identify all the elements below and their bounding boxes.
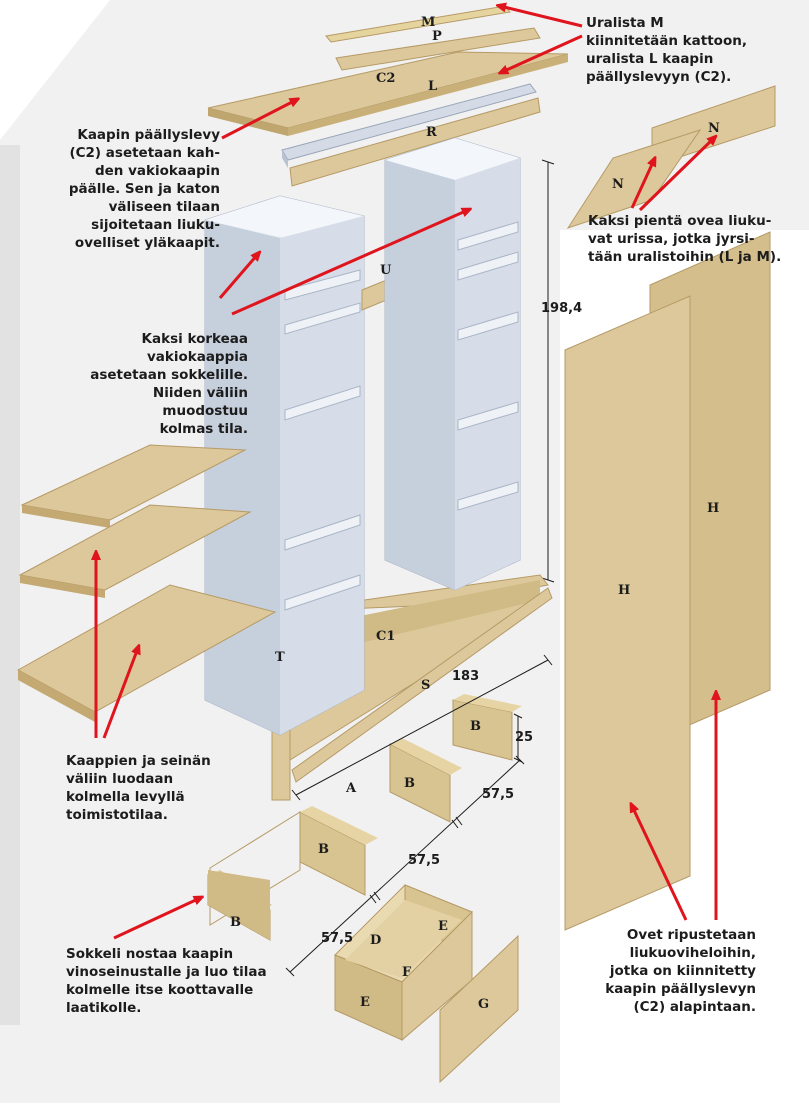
caption-line: jotka on kiinnitetty [609,963,756,979]
label-u: U [380,263,392,278]
label-b-3: B [318,842,329,857]
label-p: P [432,29,442,44]
caption-line: päälle. Sen ja katon [68,181,220,197]
caption-line: sijoitetaan liuku- [91,217,220,233]
label-n-right: N [708,121,720,136]
caption-line: (C2) alapintaan. [633,999,756,1015]
dim-bay-3: 57,5 [321,931,353,946]
plinth-height-dimension [513,713,523,763]
left-panel-shade [0,145,20,1025]
caption-line: Kaapin päällyslevy [77,127,220,143]
caption-line: Kaksi pientä ovea liuku- [588,213,772,229]
label-r: R [426,125,437,140]
caption-line: Kaappien ja seinän [66,753,211,769]
caption-line: muodostuu [162,403,248,419]
caption-line: den vakiokaapin [94,163,220,179]
caption-plinth: Sokkeli nostaa kaapin vinoseinustalle ja… [66,945,298,1017]
top-board-c2 [207,51,569,136]
rail-m [325,5,511,43]
label-h-front: H [618,583,630,598]
door-h-front [564,295,691,931]
label-f: F [402,965,412,980]
caption-line: Kaksi korkeaa [141,331,248,347]
caption-top-board: Kaapin päällyslevy (C2) asetetaan kah- d… [40,126,220,252]
caption-line: uralista L kaapin [586,51,714,67]
cabinet-left [204,195,365,736]
dim-plinth-height: 25 [515,730,533,745]
label-n-left: N [612,177,624,192]
caption-line: vakiokaappia [146,349,248,365]
caption-line: laatikolle. [66,1000,142,1016]
caption-line: kolmella levyllä [66,789,185,805]
plinth-strip-s [291,587,553,783]
drawer-front-g [439,934,519,1084]
caption-line: Uralista M [586,15,664,31]
label-t: T [275,650,285,665]
caption-cabinets: Kaksi korkeaa vakiokaappia asetetaan sok… [60,330,248,438]
cabinet-right [384,137,521,591]
shelf-middle [18,504,252,598]
caption-line: kolmelle itse koottavalle [66,982,254,998]
rail-p [335,27,541,71]
caption-line: liukuoviheloihin, [629,945,756,961]
dim-width: 183 [452,669,479,684]
plinth-panels [207,694,522,941]
rail-l [281,83,537,168]
label-s: S [421,678,430,693]
caption-line: tään uralistoihin (L ja M). [588,249,782,265]
label-c2: C2 [376,71,395,86]
label-b-4: B [230,915,241,930]
caption-line: kolmas tila. [159,421,248,437]
label-c1: C1 [376,629,395,644]
caption-line: kaapin päällyslevyn [605,981,756,997]
caption-line: Sokkeli nostaa kaapin [66,946,234,962]
dim-height: 198,4 [541,301,582,316]
label-h-back: H [707,501,719,516]
callout-arrows [96,6,716,940]
caption-sliding-doors: Ovet ripustetaan liukuoviheloihin, jotka… [596,926,756,1016]
caption-line: vat urissa, jotka jyrsi- [588,231,755,247]
cabinet-right-shelves [457,221,519,511]
caption-small-doors: Kaksi pientä ovea liuku- vat urissa, jot… [588,212,806,266]
label-b-1: B [470,719,481,734]
board-r [289,97,541,187]
drawer-box [334,884,473,1042]
label-b-2: B [404,776,415,791]
label-l: L [428,79,437,94]
label-a: A [345,781,357,796]
caption-line: (C2) asetetaan kah- [69,145,220,161]
caption-line: ovelliset yläkaapit. [74,235,220,251]
shelf-bottom [16,584,277,722]
caption-line: vinoseinustalle ja luo tilaa [66,964,267,980]
small-door-n-left [566,129,702,229]
label-g: G [478,997,489,1012]
label-e-1: E [438,919,448,934]
caption-shelves: Kaappien ja seinän väliin luodaan kolmel… [66,752,236,824]
dim-bay-1: 57,5 [482,787,514,802]
caption-line: väliseen tilaan [108,199,220,215]
width-dimension-line [291,654,553,801]
shelf-top [20,444,247,528]
label-e-2: E [360,995,370,1010]
bay-dimension-line [285,755,525,977]
cabinet-left-shelves [284,269,361,611]
caption-line: asetetaan sokkelille. [90,367,248,383]
caption-line: Niiden väliin [152,385,248,401]
caption-line: päällyslevyyn (C2). [586,69,732,85]
label-m: M [421,15,435,30]
caption-line: väliin luodaan [66,771,174,787]
caption-line: kiinnitetään kattoon, [586,33,747,49]
dim-bay-2: 57,5 [408,853,440,868]
caption-rails: Uralista M kiinnitetään kattoon, uralist… [586,14,806,86]
caption-line: toimistotilaa. [66,807,168,823]
height-dimension-line [541,159,555,583]
caption-line: Ovet ripustetaan [626,927,756,943]
label-d: D [370,933,381,948]
